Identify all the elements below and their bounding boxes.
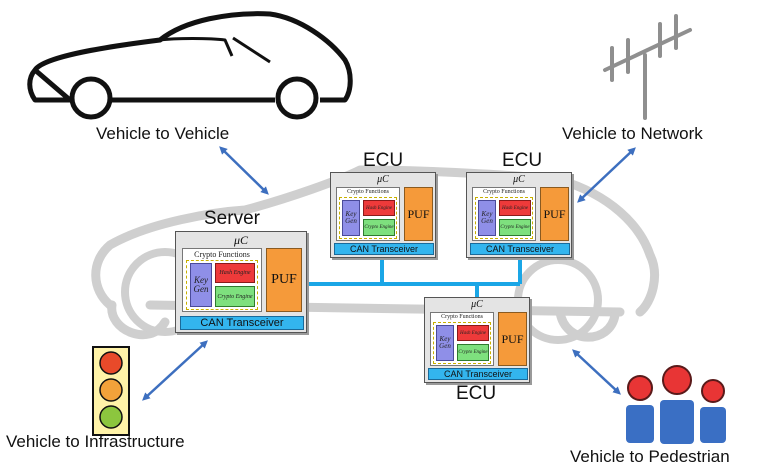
arrow-v2n (577, 147, 636, 203)
ecu-mu-c: μC (471, 299, 483, 310)
arrow-v2i (142, 340, 208, 401)
hash-engine-block: Hash Engine (363, 200, 395, 216)
label-ecu-top-left: ECU (363, 150, 404, 171)
crypto-dashed-group (339, 197, 397, 239)
crypto-engine-block: Crypto Engine (499, 219, 531, 236)
car-front-wheel (275, 76, 319, 120)
label-server: Server (204, 208, 260, 229)
key-text: Key (439, 334, 451, 343)
sports-car-icon (27, 11, 353, 103)
gen-text: Gen (193, 284, 209, 294)
key-text: Key (481, 209, 493, 218)
gen-text: Gen (481, 217, 493, 225)
key-text: Key (345, 209, 357, 218)
puf-block: PUF (498, 312, 527, 366)
ecu-mu-c: μC (513, 174, 525, 185)
can-bus (307, 258, 522, 297)
puf-block: PUF (266, 248, 302, 312)
gen-text: Gen (439, 342, 451, 350)
traffic-light-icon (92, 346, 130, 436)
gen-text: Gen (345, 217, 357, 225)
label-vehicle-to-pedestrian: Vehicle to Pedestrian (570, 447, 730, 466)
arrows (142, 146, 636, 401)
crypto-functions-label: Crypto Functions (194, 250, 250, 259)
crypto-dashed-group (475, 197, 533, 239)
hash-engine-block: Hash Engine (215, 263, 255, 283)
arrow-v2v (219, 146, 269, 195)
arrow-v2p (572, 349, 621, 395)
crypto-engine-block: Crypto Engine (363, 219, 395, 236)
can-transceiver: CAN Transceiver (180, 316, 304, 330)
ecu-mu-c: μC (377, 174, 389, 185)
antenna-icon (603, 14, 692, 120)
label-ecu-top-right: ECU (502, 150, 543, 171)
car-rear-wheel (69, 76, 113, 120)
crypto-dashed-group (433, 322, 491, 364)
label-ecu-bottom: ECU (456, 383, 497, 404)
puf-block: PUF (404, 187, 433, 241)
label-vehicle-to-infrastructure: Vehicle to Infrastructure (6, 432, 185, 451)
label-vehicle-to-vehicle: Vehicle to Vehicle (96, 124, 230, 143)
can-transceiver: CAN Transceiver (334, 243, 434, 255)
front-wheel (514, 256, 602, 344)
crypto-functions-label: Crypto Functions (347, 189, 389, 195)
crypto-engine-block: Crypto Engine (215, 286, 255, 307)
can-transceiver: CAN Transceiver (470, 243, 570, 255)
key-text: Key (194, 274, 208, 285)
pedestrians-icon (626, 365, 726, 444)
label-vehicle-to-network: Vehicle to Network (562, 124, 703, 143)
hash-engine-block: Hash Engine (499, 200, 531, 216)
puf-block: PUF (540, 187, 569, 241)
crypto-functions-label: Crypto Functions (483, 189, 525, 195)
server-mu-c: μC (233, 233, 249, 247)
can-transceiver: CAN Transceiver (428, 368, 528, 380)
crypto-functions-label: Crypto Functions (441, 314, 483, 320)
crypto-dashed-group (186, 260, 258, 310)
hash-engine-block: Hash Engine (457, 325, 489, 341)
crypto-engine-block: Crypto Engine (457, 344, 489, 361)
